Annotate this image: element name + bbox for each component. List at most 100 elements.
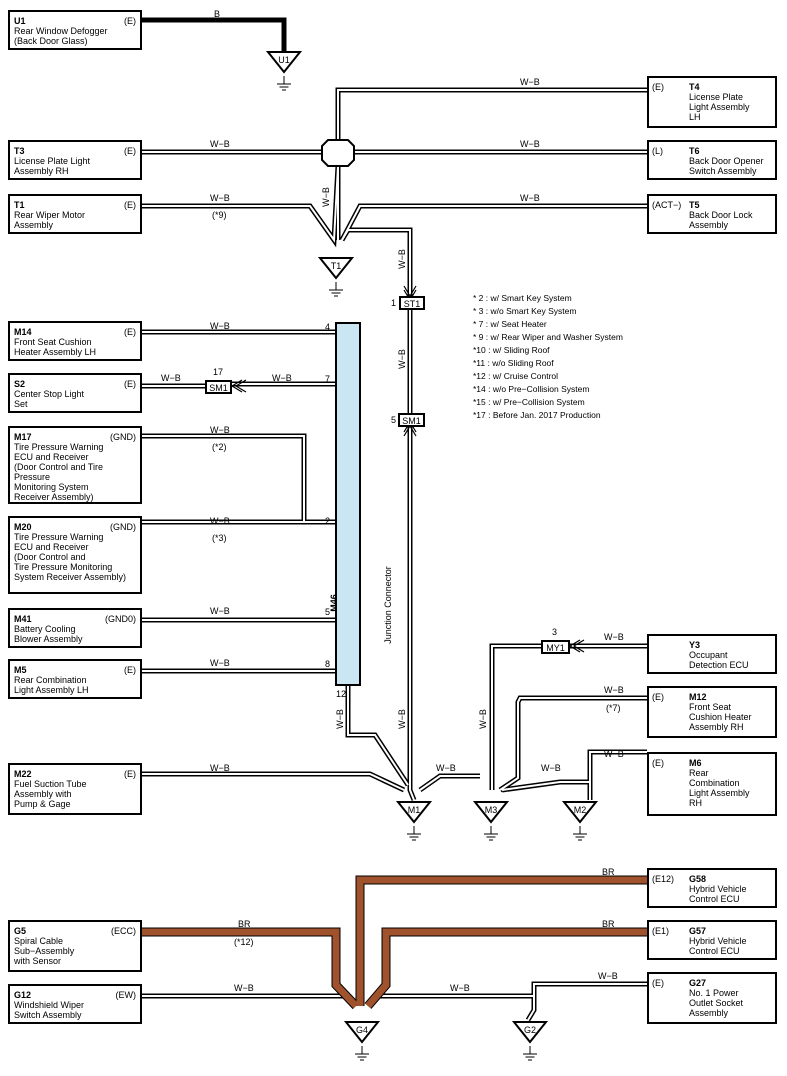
component-name: Back Door Opener Switch Assembly (689, 156, 764, 176)
connector-arrows (230, 285, 585, 653)
component-g5: G5 (ECC) Spiral Cable Sub−Assembly with … (8, 920, 142, 972)
ground-triangles (265, 51, 599, 1061)
jc-pin-7: 7 (325, 374, 331, 384)
terminal-label: (ACT−) (652, 200, 682, 210)
component-name: Tire Pressure Warning ECU and Receiver (… (14, 532, 127, 582)
wire-label: W−B (272, 373, 292, 383)
component-name: Tire Pressure Warning ECU and Receiver (… (14, 442, 104, 502)
component-g58: (E12) G58 Hybrid Vehicle Control ECU (647, 868, 777, 908)
component-name: License Plate Light Assembly LH (689, 92, 750, 122)
terminal-label: (E) (124, 665, 136, 675)
condition-note: (*3) (212, 533, 227, 543)
component-m6: (E) M6 Rear Combination Light Assembly R… (647, 752, 777, 816)
ground-g4-label: G4 (355, 1025, 368, 1035)
wire-label: W−B (520, 193, 540, 203)
component-g12: G12 (EW) Windshield Wiper Switch Assembl… (8, 984, 142, 1024)
component-name: Front Seat Cushion Heater Assembly RH (689, 702, 752, 732)
wire-label: W−B (520, 139, 540, 149)
component-name: Rear Window Defogger (Back Door Glass) (14, 26, 108, 46)
wire-label: W−B (450, 983, 470, 993)
wire-label: W−B (604, 749, 624, 759)
component-m5: M5 (E) Rear Combination Light Assembly L… (8, 659, 142, 699)
terminal-label: (E) (652, 758, 664, 768)
connector-sm1-b: SM1 (398, 413, 425, 427)
terminal-label: (E12) (652, 874, 675, 884)
ground-u1-label: U1 (278, 55, 290, 65)
wire-label: W−B (598, 971, 618, 981)
wire-label: W−B (210, 321, 230, 331)
br-wires (142, 876, 647, 1009)
wire-label: W−B (436, 763, 456, 773)
ground-g2-label: G2 (523, 1025, 536, 1035)
component-code: M20 (14, 522, 32, 532)
junction-code: M46 (328, 594, 339, 612)
component-code: M17 (14, 432, 32, 442)
wire-label: W−B (234, 983, 254, 993)
wire-label: BR (238, 919, 251, 929)
wire-label: W−B (210, 425, 230, 435)
component-m22: M22 (E) Fuel Suction Tube Assembly with … (8, 763, 142, 815)
component-code: S2 (14, 379, 26, 389)
terminal-label: (E) (124, 16, 136, 26)
component-m20: M20 (GND) Tire Pressure Warning ECU and … (8, 516, 142, 594)
component-name: Hybrid Vehicle Control ECU (689, 936, 747, 956)
component-name: Spiral Cable Sub−Assembly with Sensor (14, 936, 75, 966)
component-code: T1 (14, 200, 25, 210)
wire-label: BR (602, 867, 615, 877)
terminal-label: (E) (124, 379, 136, 389)
terminal-label: (E) (124, 146, 136, 156)
note-line: * 9 : w/ Rear Wiper and Washer System (473, 332, 623, 342)
terminal-label: (E) (652, 978, 664, 988)
component-name: Hybrid Vehicle Control ECU (689, 884, 747, 904)
wire-label: W−B (210, 193, 230, 203)
wire-label: W−B (604, 685, 624, 695)
component-t3: T3 (E) License Plate Light Assembly RH (8, 140, 142, 180)
component-name: Back Door Lock Assembly (689, 210, 753, 230)
ground-t1-label: T1 (330, 261, 342, 271)
component-g57: (E1) G57 Hybrid Vehicle Control ECU (647, 920, 777, 960)
terminal-label: (GND) (110, 432, 136, 442)
component-t1: T1 (E) Rear Wiper Motor Assembly (8, 194, 142, 234)
component-u1: U1 (E) Rear Window Defogger (Back Door G… (8, 10, 142, 50)
note-line: * 2 : w/ Smart Key System (473, 293, 572, 303)
note-line: *12 : w/ Cruise Control (473, 371, 559, 381)
component-code: M22 (14, 769, 32, 779)
terminal-label: (E) (124, 327, 136, 337)
terminal-label: (E) (652, 82, 664, 92)
component-code: M12 (689, 692, 707, 702)
component-name: Rear Combination Light Assembly RH (689, 768, 750, 808)
note-line: *10 : w/ Sliding Roof (473, 345, 550, 355)
wire-label: B (214, 9, 221, 19)
note-line: * 3 : w/o Smart Key System (473, 306, 577, 316)
component-t5: (ACT−) T5 Back Door Lock Assembly (647, 194, 777, 234)
component-name: Battery Cooling Blower Assembly (14, 624, 83, 644)
terminal-label: (GND) (110, 522, 136, 532)
component-code: M41 (14, 614, 32, 624)
connector-sm1-b-pin: 5 (391, 415, 397, 425)
terminal-label: (E) (652, 692, 664, 702)
component-g27: (E) G27 No. 1 Power Outlet Socket Assemb… (647, 972, 777, 1024)
component-name: Front Seat Cushion Heater Assembly LH (14, 337, 97, 357)
component-code: Y3 (689, 640, 701, 650)
jc-pin-5: 5 (325, 607, 331, 617)
component-name: Rear Combination Light Assembly LH (14, 675, 89, 695)
connector-my1: MY1 (541, 640, 570, 654)
wire-label: W−B (320, 187, 331, 207)
wire-label: W−B (210, 139, 230, 149)
wire-label: W−B (396, 249, 407, 269)
wire-label: W−B (334, 709, 345, 729)
connector-my1-pin: 3 (552, 627, 558, 637)
splice-octagon (321, 139, 355, 167)
jc-pin-2: 2 (325, 516, 331, 526)
component-m14: M14 (E) Front Seat Cushion Heater Assemb… (8, 321, 142, 361)
component-name: Windshield Wiper Switch Assembly (14, 1000, 85, 1020)
component-m17: M17 (GND) Tire Pressure Warning ECU and … (8, 426, 142, 504)
condition-note: (*12) (234, 937, 254, 947)
wire-label: W−B (396, 349, 407, 369)
component-code: G27 (689, 978, 707, 988)
wire-label: W−B (541, 763, 561, 773)
condition-note: (*2) (212, 442, 227, 452)
component-name: Fuel Suction Tube Assembly with Pump & G… (14, 779, 87, 809)
condition-note: (*9) (212, 210, 227, 220)
